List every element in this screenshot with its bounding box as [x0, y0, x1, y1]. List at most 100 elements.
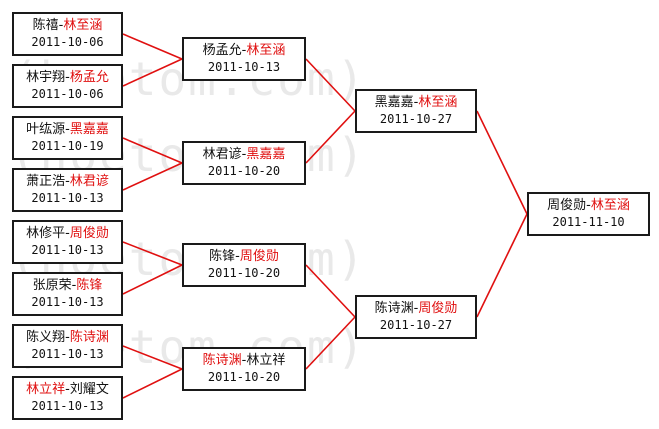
player-name: 黑嘉嘉 — [246, 147, 286, 162]
connector-line — [305, 264, 356, 318]
connector-line — [122, 33, 183, 60]
player-separator: - — [58, 18, 64, 33]
player-name: 黑嘉嘉 — [374, 95, 414, 110]
connector-line — [305, 316, 356, 370]
match-players: 林君谚-黑嘉嘉 — [203, 146, 286, 163]
match-date: 2011-10-13 — [31, 399, 104, 413]
connector-line — [122, 264, 183, 295]
match-date: 2011-10-13 — [31, 191, 104, 205]
match-players: 陈诗渊-林立祥 — [203, 352, 286, 369]
player-separator: - — [413, 301, 419, 316]
match-date: 2011-10-20 — [207, 266, 281, 280]
player-separator: - — [65, 382, 70, 397]
player-separator: - — [65, 70, 70, 85]
player-name: 林立祥 — [246, 353, 286, 368]
player-separator: - — [65, 330, 70, 345]
player-name: 林至涵 — [590, 198, 630, 213]
player-name: 陈义翔 — [26, 330, 66, 345]
match-date: 2011-11-10 — [552, 215, 625, 229]
connector-line — [122, 137, 183, 164]
player-name: 林至涵 — [418, 95, 458, 110]
player-separator: - — [413, 95, 419, 110]
match-date: 2011-10-19 — [31, 139, 104, 153]
match-date: 2011-10-13 — [31, 243, 104, 257]
player-name: 陈禧 — [32, 18, 59, 33]
connector-line — [122, 368, 183, 399]
connector-line — [476, 213, 528, 318]
connector-line — [305, 58, 356, 112]
player-separator: - — [586, 198, 591, 213]
player-separator: - — [241, 147, 247, 162]
match-players: 陈诗渊-周俊勋 — [375, 300, 458, 317]
match-players: 陈禧-林至涵 — [33, 17, 103, 34]
match-players: 陈义翔-陈诗渊 — [26, 329, 109, 346]
player-name: 林至涵 — [63, 18, 103, 33]
match-date: 2011-10-27 — [379, 318, 453, 332]
player-name: 刘耀文 — [69, 382, 109, 397]
player-separator: - — [241, 43, 247, 58]
match-date: 2011-10-27 — [379, 112, 453, 126]
match-players: 黑嘉嘉-林至涵 — [375, 94, 458, 111]
match-date: 2011-10-13 — [31, 295, 104, 309]
match-players: 叶纮源-黑嘉嘉 — [26, 121, 109, 138]
player-name: 周俊勋 — [69, 226, 109, 241]
player-name: 林修平 — [26, 226, 66, 241]
player-name: 杨孟允 — [202, 43, 242, 58]
connector-line — [305, 110, 356, 164]
player-name: 陈诗渊 — [374, 301, 414, 316]
match-players: 林立祥-刘耀文 — [26, 381, 109, 398]
player-separator: - — [65, 122, 70, 137]
connector-line — [122, 241, 183, 266]
player-name: 叶纮源 — [26, 122, 66, 137]
player-name: 周俊勋 — [418, 301, 458, 316]
player-name: 黑嘉嘉 — [69, 122, 109, 137]
match-players: 林修平-周俊勋 — [26, 225, 109, 242]
match-date: 2011-10-13 — [207, 60, 281, 74]
match-date: 2011-10-06 — [31, 87, 104, 101]
match-players: 周俊勋-林至涵 — [547, 197, 630, 214]
player-separator: - — [71, 278, 77, 293]
connector-line — [122, 58, 183, 87]
player-name: 林至涵 — [246, 43, 286, 58]
player-name: 张原荣 — [32, 278, 72, 293]
player-name: 林君谚 — [69, 174, 109, 189]
player-name: 陈锋 — [209, 249, 236, 264]
match-players: 萧正浩-林君谚 — [26, 173, 109, 190]
player-name: 陈锋 — [76, 278, 103, 293]
match-date: 2011-10-06 — [31, 35, 104, 49]
connector-line — [122, 345, 183, 370]
player-separator: - — [65, 226, 70, 241]
connector-line — [476, 110, 528, 215]
player-name: 陈诗渊 — [69, 330, 109, 345]
match-date: 2011-10-20 — [207, 164, 281, 178]
player-name: 林宇翔 — [26, 70, 66, 85]
player-separator: - — [241, 353, 247, 368]
player-name: 林君谚 — [202, 147, 242, 162]
match-players: 杨孟允-林至涵 — [203, 42, 286, 59]
player-name: 陈诗渊 — [202, 353, 242, 368]
player-name: 林立祥 — [26, 382, 66, 397]
player-name: 周俊勋 — [239, 249, 279, 264]
match-players: 张原荣-陈锋 — [33, 277, 103, 294]
match-players: 林宇翔-杨孟允 — [26, 69, 109, 86]
player-separator: - — [65, 174, 70, 189]
connector-line — [122, 162, 183, 191]
player-name: 周俊勋 — [547, 198, 587, 213]
